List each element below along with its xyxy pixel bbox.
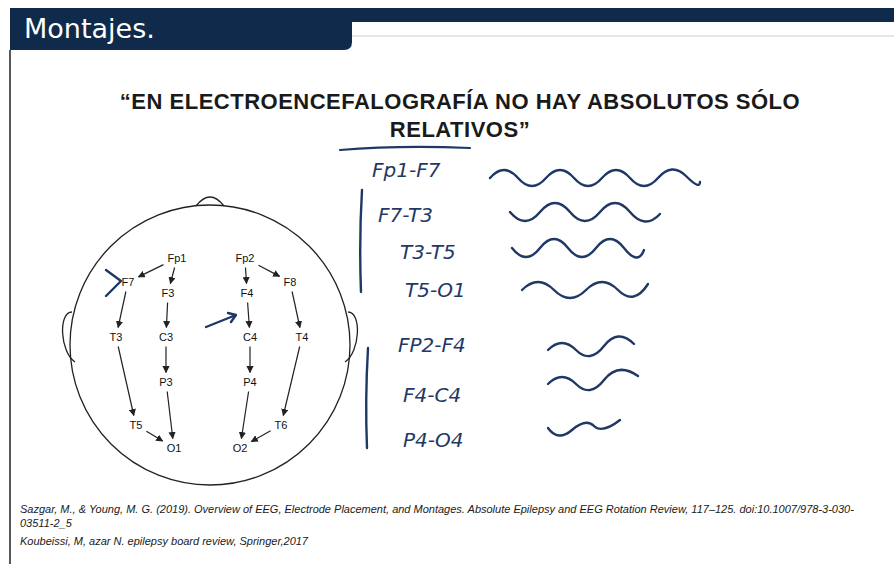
montage-channel: T3-T5 xyxy=(400,240,456,264)
electrode-arrow xyxy=(166,303,167,328)
electrode-arrow xyxy=(118,292,126,328)
eeg-wave xyxy=(548,370,638,390)
montage-channel: P4-O4 xyxy=(403,428,463,452)
head-ear xyxy=(63,312,75,362)
electrode-name: T5 xyxy=(130,419,143,432)
electrode-name: P4 xyxy=(243,376,256,389)
electrode-arrow xyxy=(283,347,299,416)
electrode-arrow xyxy=(259,265,280,276)
electrode-label: F3 xyxy=(160,286,177,301)
montage-channel: F4-C4 xyxy=(403,383,461,407)
hand-arrow xyxy=(206,313,236,327)
hand-mark xyxy=(106,270,121,296)
electrode-name: F8 xyxy=(284,276,297,289)
electrode-label: C3 xyxy=(157,330,175,345)
electrode-arrow xyxy=(241,392,248,439)
electrode-name: O1 xyxy=(167,442,182,455)
electrode-label: P4 xyxy=(241,375,258,390)
electrode-label: T4 xyxy=(294,330,311,345)
electrode-arrow xyxy=(167,392,173,439)
electrode-name: T4 xyxy=(296,331,309,344)
electrode-name: Fp2 xyxy=(236,252,255,265)
montage-channel: F7-T3 xyxy=(378,203,433,227)
hand-bracket xyxy=(360,190,362,292)
head-ear xyxy=(345,312,357,362)
eeg-wave xyxy=(548,336,634,356)
eeg-wave xyxy=(490,169,700,186)
reference-text: Sazgar, M., & Young, M. G. (2019). Overv… xyxy=(20,502,880,530)
electrode-label: F7 xyxy=(120,275,137,290)
electrode-name: P3 xyxy=(159,376,172,389)
electrode-arrow xyxy=(292,292,300,328)
electrode-name: F3 xyxy=(162,287,175,300)
hand-bracket xyxy=(366,348,368,448)
montage-channel: FP2-F4 xyxy=(398,333,466,357)
electrode-name: T6 xyxy=(275,419,288,432)
eeg-wave xyxy=(522,282,648,298)
electrode-name: O2 xyxy=(233,442,248,455)
electrode-name: F4 xyxy=(241,287,254,300)
electrode-arrow xyxy=(146,431,162,441)
eeg-wave xyxy=(512,239,644,258)
electrode-label: Fp1 xyxy=(166,251,189,266)
electrode-label: Fp2 xyxy=(234,251,257,266)
reference-text: Koubeissi, M, azar N. epilepsy board rev… xyxy=(20,534,880,548)
electrode-label: O1 xyxy=(165,441,184,456)
left-rule xyxy=(9,50,11,564)
electrode-arrow xyxy=(251,431,270,442)
electrode-label: F4 xyxy=(239,286,256,301)
eeg-waves xyxy=(490,169,700,435)
electrode-arrow xyxy=(165,347,166,373)
electrode-label: P3 xyxy=(157,375,174,390)
electrode-label: C4 xyxy=(241,330,259,345)
electrode-label: T3 xyxy=(108,330,125,345)
electrode-arrow xyxy=(248,303,250,328)
electrode-arrow xyxy=(249,347,250,373)
electrode-arrow xyxy=(118,347,134,416)
electrode-label: F8 xyxy=(282,275,299,290)
montage-channel: T5-O1 xyxy=(405,278,466,302)
eeg-wave xyxy=(510,203,660,222)
quote-text: “EN ELECTROENCEFALOGRAFÍA NO HAY ABSOLUT… xyxy=(100,88,820,144)
montage-channel: Fp1-F7 xyxy=(372,158,440,182)
head-nose xyxy=(196,197,224,206)
head-outline xyxy=(70,205,350,485)
electrode-label: O2 xyxy=(231,441,250,456)
title-tab xyxy=(10,8,352,50)
slide-title: Montajes. xyxy=(24,12,155,46)
header-rule xyxy=(352,36,894,37)
electrode-arrow xyxy=(138,265,163,277)
hand-underline xyxy=(340,147,470,150)
electrode-name: C4 xyxy=(243,331,257,344)
eeg-wave xyxy=(548,420,620,436)
electrode-arrow xyxy=(170,268,174,284)
electrode-name: Fp1 xyxy=(168,252,187,265)
electrode-name: T3 xyxy=(110,331,123,344)
electrode-label: T6 xyxy=(273,418,290,433)
electrode-arrow xyxy=(246,268,247,284)
electrode-name: C3 xyxy=(159,331,173,344)
electrode-name: F7 xyxy=(122,276,135,289)
electrode-label: T5 xyxy=(128,418,145,433)
